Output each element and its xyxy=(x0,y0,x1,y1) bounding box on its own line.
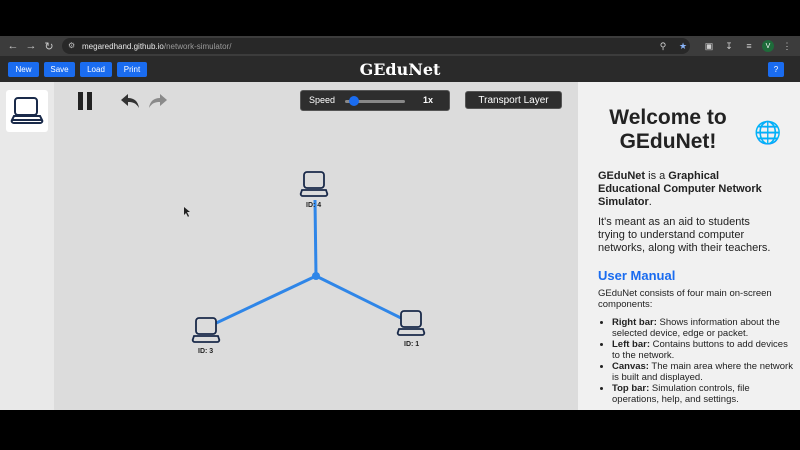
right-bar: Welcome to GEduNet! 🌐 GEduNet is a Graph… xyxy=(578,82,800,410)
purpose-paragraph: It's meant as an aid to students trying … xyxy=(598,216,771,254)
intro-desc: Graphical Educational Computer Network S… xyxy=(598,170,762,208)
mouse-cursor xyxy=(184,207,190,217)
speed-slider-knob[interactable] xyxy=(349,96,359,106)
extensions-icon[interactable]: ▣ xyxy=(704,40,714,51)
download-icon[interactable]: ↧ xyxy=(725,40,733,51)
computer-icon xyxy=(10,97,44,124)
edge[interactable] xyxy=(313,199,318,277)
address-bar[interactable]: ⚙ megaredhand.github.io/network-simulato… xyxy=(62,38,690,54)
app-title: GEduNet xyxy=(359,60,441,79)
url-host: megaredhand.github.io xyxy=(82,41,164,51)
language-icon[interactable]: 🌐 xyxy=(754,120,782,145)
new-button[interactable]: New xyxy=(8,62,39,77)
speed-control: Speed 1x xyxy=(300,90,450,111)
pause-button[interactable] xyxy=(78,92,94,110)
url-path: /network-simulator/ xyxy=(163,41,232,51)
letterbox-bottom xyxy=(0,410,800,450)
zoom-icon[interactable]: ⚲ xyxy=(659,40,667,51)
speed-label: Speed xyxy=(309,95,336,105)
manual-intro: GEduNet consists of four main on-screen … xyxy=(598,288,772,310)
media-icon[interactable]: ≡ xyxy=(746,41,752,51)
browser-actions: ▣ ↧ ≡ V ⋮ xyxy=(702,36,794,56)
redo-icon[interactable] xyxy=(148,92,168,110)
user-manual-heading: User Manual xyxy=(598,268,676,283)
print-button[interactable]: Print xyxy=(117,62,147,77)
list-item: Left bar: Contains buttons to add device… xyxy=(612,339,797,361)
host-node-4[interactable] xyxy=(299,171,329,197)
switch-node[interactable] xyxy=(312,272,320,280)
save-button[interactable]: Save xyxy=(44,62,75,77)
add-host-button[interactable] xyxy=(6,90,48,132)
undo-icon[interactable] xyxy=(120,92,140,110)
forward-icon[interactable]: → xyxy=(25,40,37,52)
left-bar xyxy=(0,82,54,410)
back-icon[interactable]: ← xyxy=(7,40,19,52)
intro-is: is a xyxy=(645,170,669,182)
node-label: ID: 4 xyxy=(306,202,322,209)
list-item: Canvas: The main area where the network … xyxy=(612,361,797,383)
components-list: Right bar: Shows information about the s… xyxy=(598,317,797,405)
host-node-1[interactable] xyxy=(396,310,426,336)
site-settings-icon[interactable]: ⚙ xyxy=(68,41,76,50)
edge[interactable] xyxy=(315,274,406,322)
help-button[interactable]: ? xyxy=(768,62,784,77)
intro-name: GEduNet xyxy=(598,170,646,182)
node-label: ID: 3 xyxy=(198,348,214,355)
intro-paragraph: GEduNet is a Graphical Educational Compu… xyxy=(598,170,778,209)
reload-icon[interactable]: ↻ xyxy=(44,40,54,53)
node-label: ID: 1 xyxy=(404,341,420,348)
avatar[interactable]: V xyxy=(762,40,774,52)
edge[interactable] xyxy=(211,274,317,327)
speed-value: 1x xyxy=(423,95,434,105)
welcome-heading: Welcome to GEduNet! xyxy=(609,106,727,153)
menu-icon[interactable]: ⋮ xyxy=(782,40,792,51)
list-item: Top bar: Simulation controls, file opera… xyxy=(612,383,797,405)
speed-slider[interactable] xyxy=(345,100,405,103)
pause-icon xyxy=(78,92,83,110)
star-icon[interactable]: ★ xyxy=(678,40,688,51)
intro-end: . xyxy=(648,196,652,208)
host-node-3[interactable] xyxy=(191,317,221,343)
load-button[interactable]: Load xyxy=(80,62,112,77)
layer-select-button[interactable]: Transport Layer xyxy=(465,91,562,109)
list-item: Right bar: Shows information about the s… xyxy=(612,317,797,339)
